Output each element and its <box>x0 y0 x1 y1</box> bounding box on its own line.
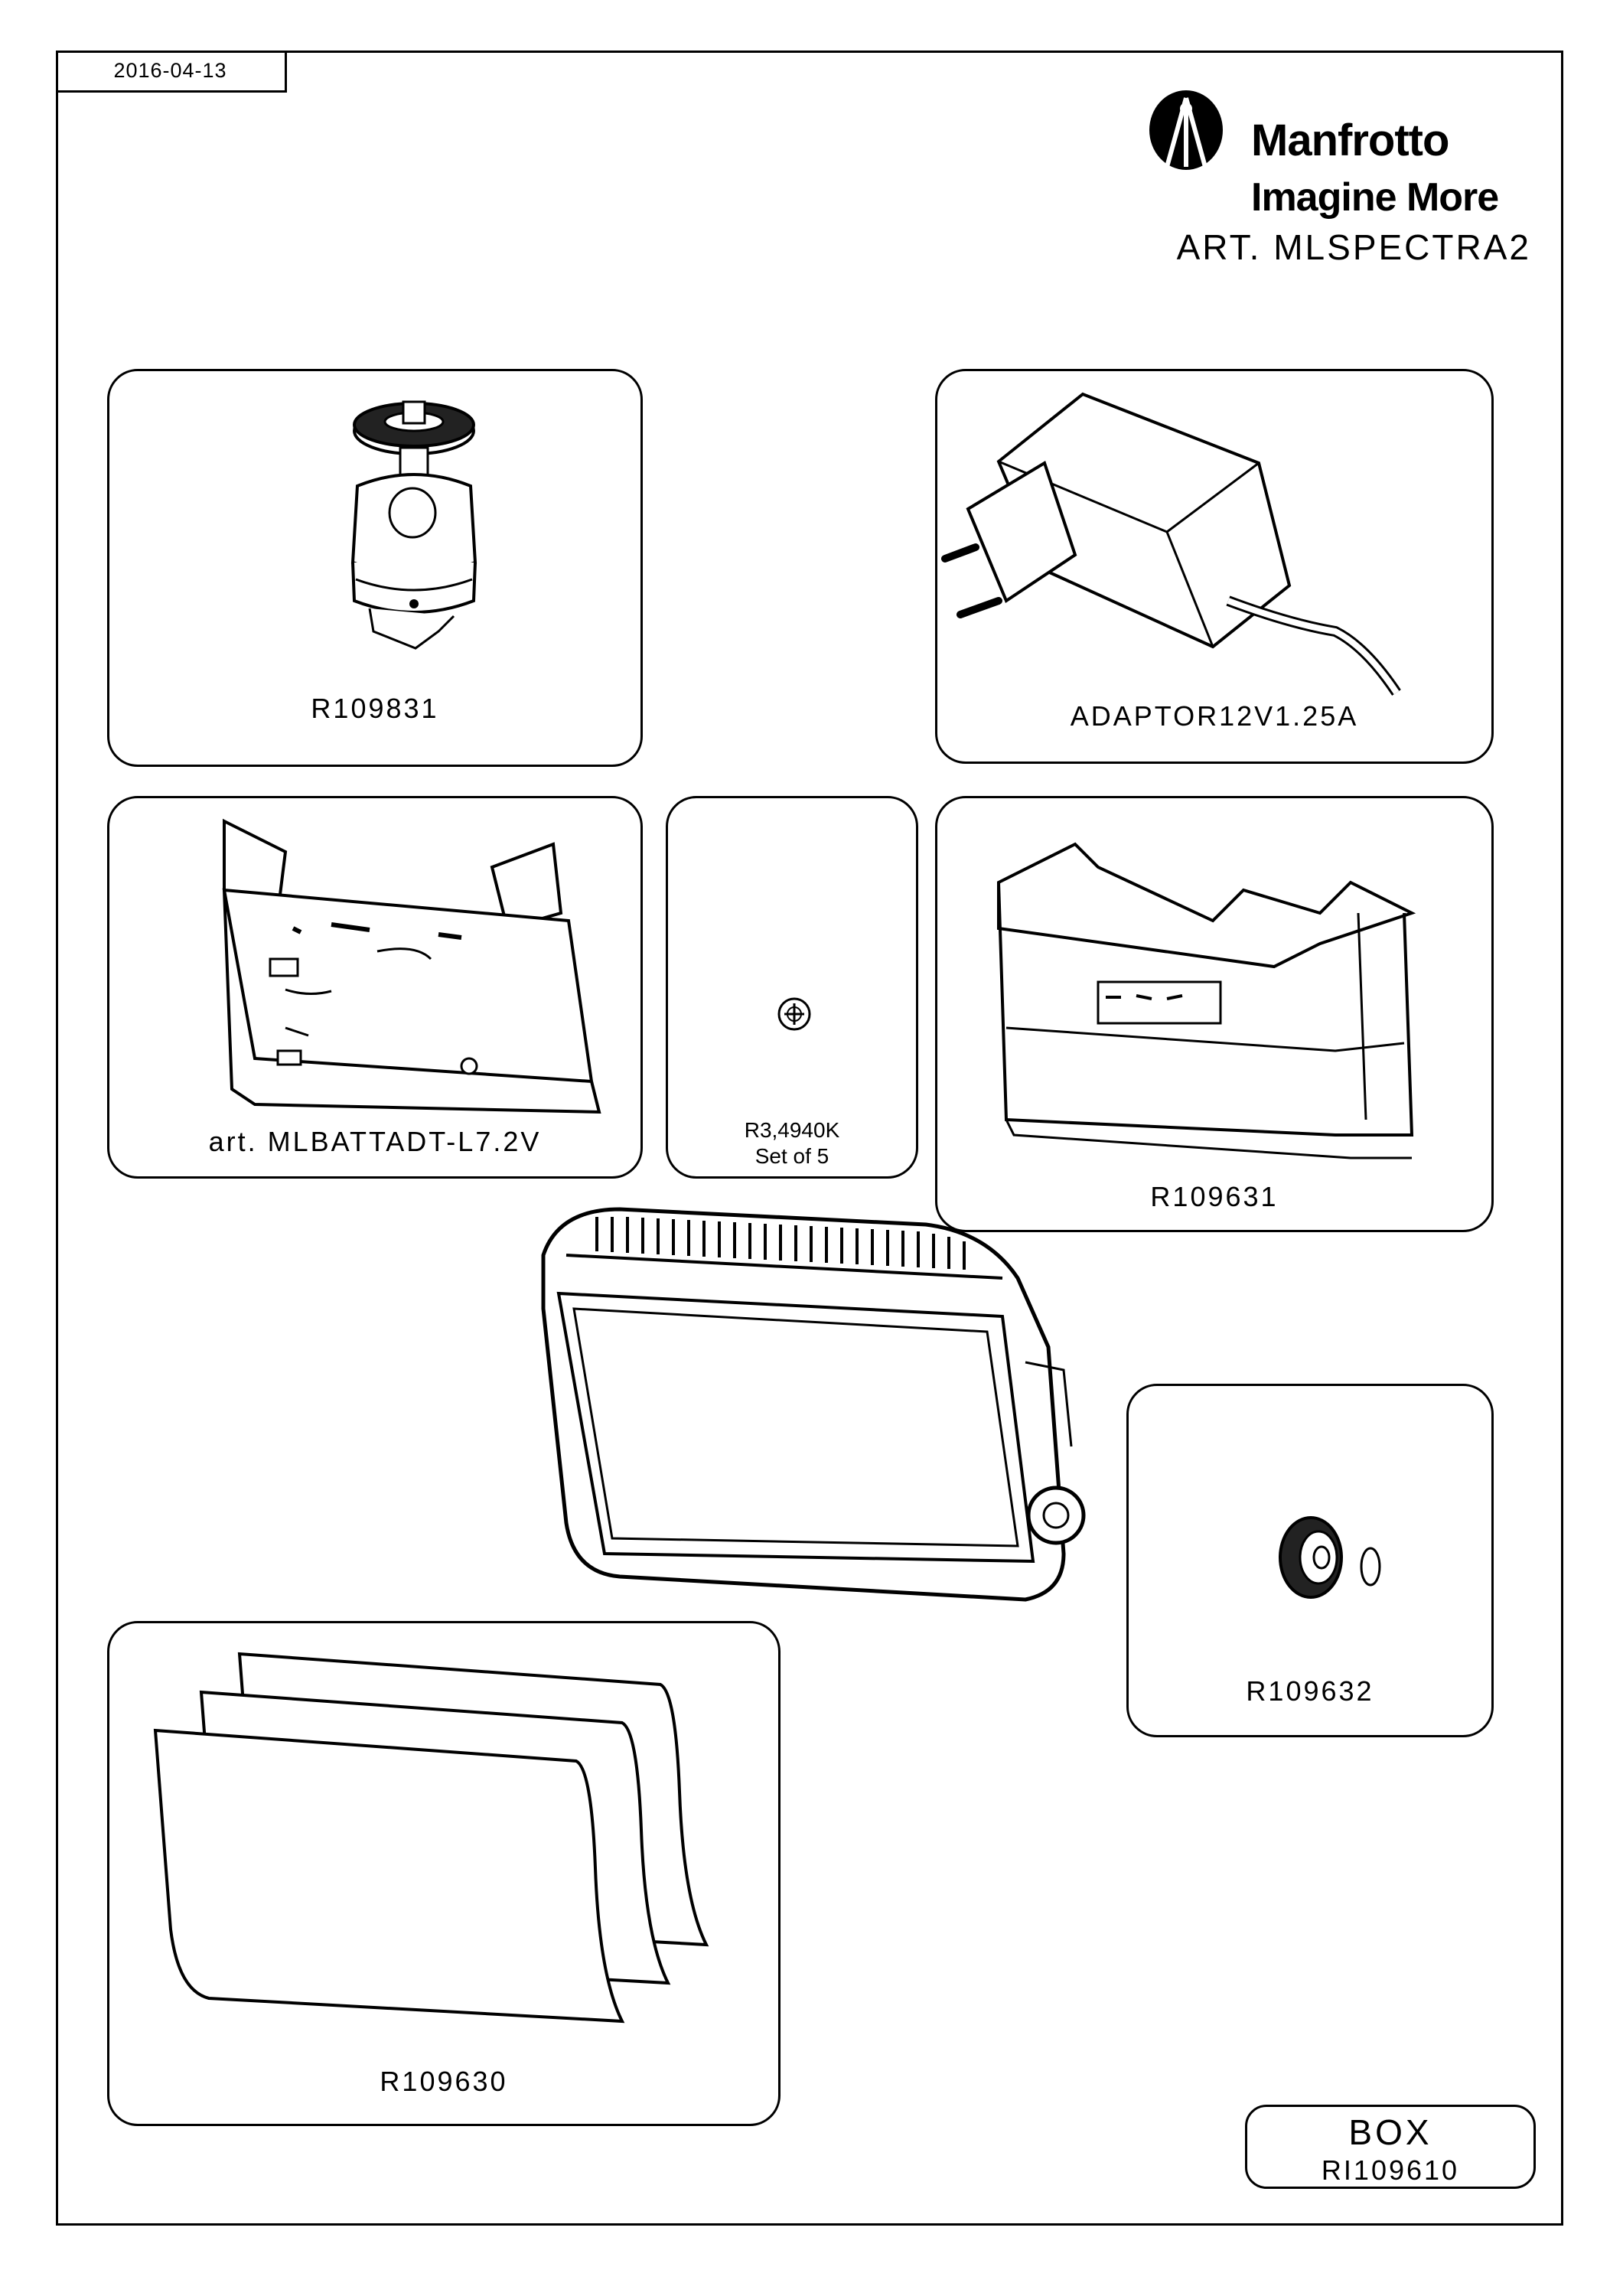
panel-knob: R109632 <box>1126 1384 1494 1737</box>
filters-code: R109630 <box>380 2066 508 2097</box>
box-code: RI109610 <box>1321 2154 1460 2186</box>
screw-code: R3,4940K <box>744 1118 840 1142</box>
date-box: 2016-04-13 <box>56 51 287 93</box>
article-number: ART. MLSPECTRA2 <box>1176 227 1531 267</box>
panel-ball-head: R109831 <box>107 369 643 767</box>
knob-drawing-icon <box>1279 1516 1381 1599</box>
box-tag: BOX RI109610 <box>1245 2105 1536 2189</box>
battery-adapter-code: art. MLBATTADT-L7.2V <box>208 1126 542 1157</box>
adaptor-code: ADAPTOR12V1.25A <box>1070 700 1359 732</box>
panel-filter-holder: R109631 <box>935 796 1494 1232</box>
drawing-frame <box>56 51 1563 2226</box>
screw-drawing-icon <box>777 997 811 1031</box>
battery-adapter-drawing-icon <box>222 818 601 1114</box>
panel-filters: R109630 <box>107 1621 781 2126</box>
led-light-drawing-icon <box>541 1207 1086 1602</box>
knob-code: R109632 <box>1246 1675 1374 1707</box>
filter-holder-drawing-icon <box>997 842 1416 1159</box>
diffusion-filters-drawing-icon <box>153 1652 709 2024</box>
screw-quantity: Set of 5 <box>754 1144 829 1168</box>
box-title: BOX <box>1348 2112 1432 2152</box>
ball-head-code: R109831 <box>311 693 439 724</box>
brand-name: Manfrotto <box>1251 116 1449 165</box>
panel-battery-adapter: art. MLBATTADT-L7.2V <box>107 796 643 1179</box>
manfrotto-logo-icon <box>1149 90 1223 170</box>
panel-adaptor: ADAPTOR12V1.25A <box>935 369 1494 764</box>
brand-tagline: Imagine More <box>1251 175 1499 220</box>
power-adaptor-drawing-icon <box>941 392 1401 696</box>
filter-holder-code: R109631 <box>1150 1181 1279 1212</box>
ball-head-drawing-icon <box>350 400 477 650</box>
panel-screws: R3,4940K Set of 5 <box>666 796 918 1179</box>
